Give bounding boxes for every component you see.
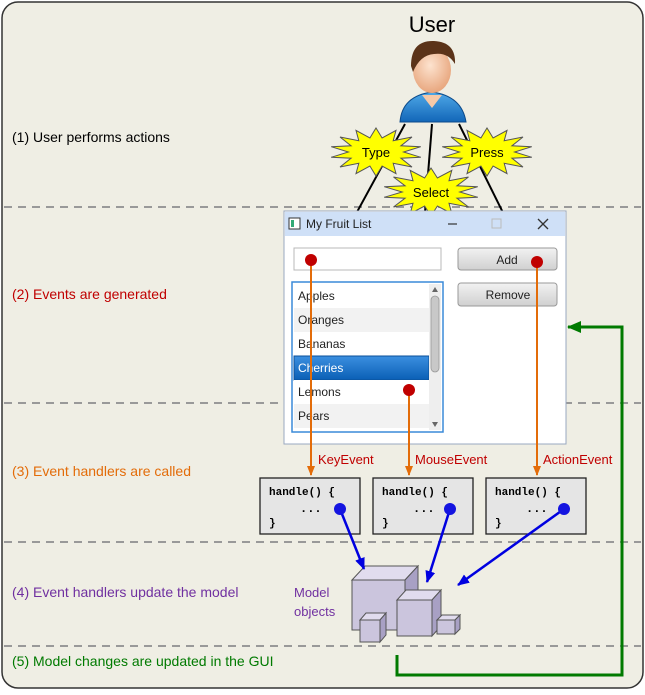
list-item-label: Cherries (298, 361, 343, 375)
list-item[interactable]: Pears (294, 404, 429, 428)
handler-code-line: } (269, 518, 276, 530)
press-label: Press (470, 145, 504, 160)
handler-code-line: ... (300, 502, 322, 516)
model-update-arrows (338, 507, 565, 587)
handler-code-line: } (495, 518, 502, 530)
press-burst: Press (442, 127, 532, 177)
event-handlers: handle() {...}handle() {...}handle() {..… (259, 477, 587, 535)
remove-button[interactable] (457, 282, 558, 307)
list-item[interactable]: Cherries (293, 355, 430, 381)
key-handler-model-arrow (338, 508, 366, 570)
list-item-label: Bananas (298, 337, 345, 351)
mouse-event-label: MouseEvent (415, 452, 488, 467)
scroll-up-icon[interactable] (432, 287, 438, 292)
type-label: Type (362, 145, 390, 160)
stage-label-model-update: (4) Event handlers update the model (12, 584, 238, 600)
handler-code-line: ... (526, 502, 548, 516)
list-item-label: Lemons (298, 385, 341, 399)
fruit-name-input[interactable] (293, 247, 442, 271)
select-label: Select (413, 185, 450, 200)
handler-code-line: handle() { (269, 487, 335, 499)
handler-code-line: handle() { (495, 487, 561, 499)
stage-label-handlers-called: (3) Event handlers are called (12, 463, 191, 479)
model-label-line1: Model (294, 585, 330, 600)
list-item-label: Pears (298, 409, 329, 423)
mouse-handler-dot (444, 503, 456, 515)
action-event-handler-box: handle() {...} (485, 477, 587, 535)
action-event-source-dot (531, 256, 543, 268)
handler-code-line: } (382, 518, 389, 530)
key-event-handler-box: handle() {...} (259, 477, 361, 535)
model-label-line2: objects (294, 604, 336, 619)
list-item-label: Oranges (298, 313, 344, 327)
list-item-label: Apples (298, 289, 335, 303)
fruit-list-window: My Fruit List Add Remove ApplesOrangesBa… (283, 210, 567, 445)
maximize-icon[interactable] (491, 218, 502, 229)
gui-update-arrow (395, 321, 624, 677)
list-item[interactable]: Bananas (294, 332, 429, 356)
scrollbar-thumb[interactable] (430, 295, 440, 373)
handler-code-line: handle() { (382, 487, 448, 499)
stage-label-events-generated: (2) Events are generated (12, 286, 167, 302)
remove-button-label: Remove (486, 288, 531, 302)
model-objects-icon (350, 564, 462, 644)
handler-code-line: ... (413, 502, 435, 516)
add-button-label: Add (496, 253, 517, 267)
scroll-down-icon[interactable] (432, 422, 438, 427)
type-burst: Type (331, 127, 421, 177)
event-arrows (307, 260, 541, 476)
user-icon (399, 40, 467, 123)
app-icon (288, 217, 301, 230)
mouse-event-source-dot (403, 384, 415, 396)
key-event-label: KeyEvent (318, 452, 374, 467)
close-icon[interactable] (537, 218, 549, 230)
mouse-event-handler-box: handle() {...} (372, 477, 474, 535)
key-handler-dot (334, 503, 346, 515)
stage-label-user-actions: (1) User performs actions (12, 129, 170, 145)
window-titlebar[interactable] (285, 212, 565, 236)
key-event-source-dot (305, 254, 317, 266)
list-item[interactable]: Oranges (294, 308, 429, 332)
action-handler-model-arrow (457, 507, 565, 587)
list-item[interactable]: Apples (294, 284, 429, 308)
action-event-label: ActionEvent (543, 452, 613, 467)
mouse-handler-model-arrow (425, 508, 452, 583)
window-title: My Fruit List (306, 217, 372, 231)
action-handler-dot (558, 503, 570, 515)
user-label: User (409, 12, 455, 37)
stage-label-gui-update: (5) Model changes are updated in the GUI (12, 653, 274, 669)
